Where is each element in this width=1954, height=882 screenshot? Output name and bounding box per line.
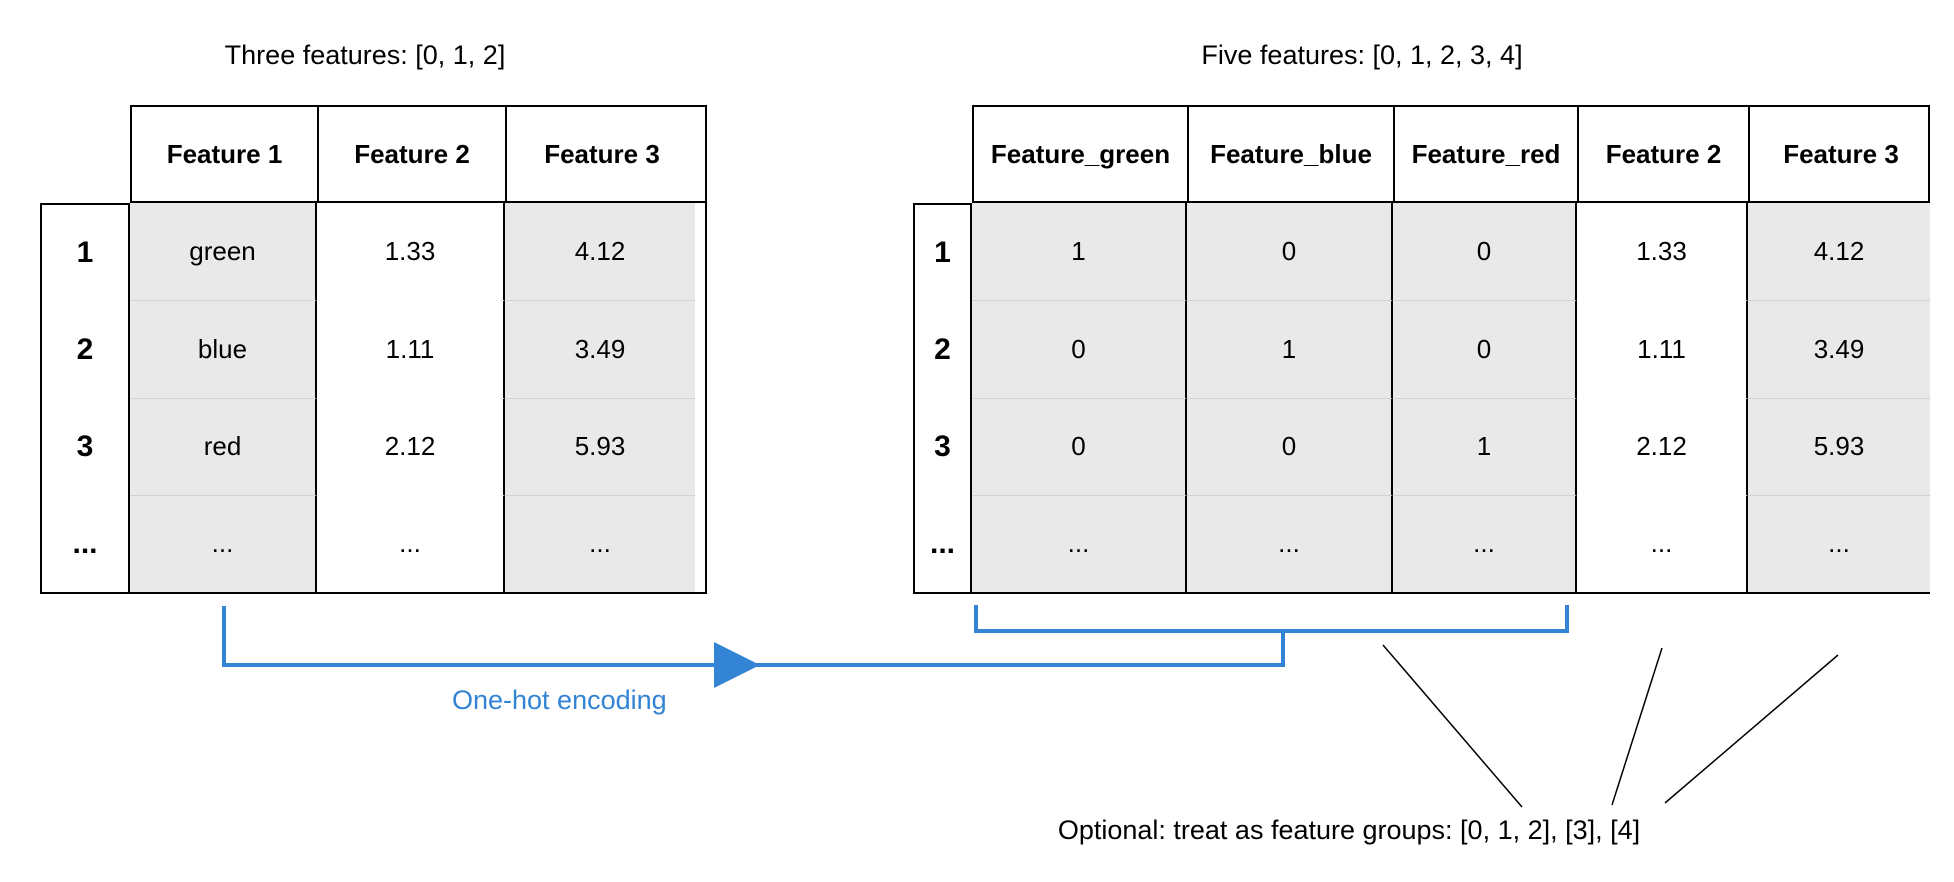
bracket-right-tick (1565, 605, 1569, 633)
right-table-data-cell: 4.12 (1748, 203, 1930, 301)
right-table-header-cell: Feature 3 (1783, 138, 1899, 169)
left-table-data-cell: 5.93 (505, 397, 695, 495)
left-table-data-cell: 1.11 (317, 300, 505, 398)
left-table-row-label-column: 1 2 3... (40, 203, 130, 594)
right-table-data-cell: 0 (1393, 300, 1577, 398)
right-table-data-cell: 1 (972, 203, 1187, 301)
bracket-left-tick (974, 605, 978, 633)
arrowhead-icon (714, 642, 760, 688)
right-table-data-cell: ... (1577, 494, 1748, 592)
right-table-data-cell: ... (1187, 494, 1393, 592)
one-hot-columns-bracket (974, 629, 1569, 633)
right-table-data-cell: ... (1748, 494, 1930, 592)
left-table-title: Three features: [0, 1, 2] (224, 40, 506, 70)
pointer-line-group-012 (1382, 644, 1523, 808)
right-table-data-cell: 1.33 (1577, 203, 1748, 301)
left-table-data-cell: 2.12 (317, 397, 505, 495)
left-table-header-cell: Feature 2 (319, 107, 507, 201)
right-table-header-cell: Feature 2 (1579, 107, 1750, 201)
left-table-data-cell: 1.33 (317, 203, 505, 301)
pointer-line-group-3 (1611, 647, 1663, 806)
left-table-header-cell: Feature 3 (544, 138, 660, 169)
left-table-row-label: 3 (76, 429, 94, 463)
left-table-data-cell: green (130, 203, 317, 301)
left-table-data-cell: ... (130, 494, 317, 592)
right-table-data-cell: 1 (1187, 300, 1393, 398)
right-table-row-label: ... (929, 526, 955, 560)
arrow-label: One-hot encoding (452, 685, 667, 715)
arrow-end-vertical-segment (1281, 631, 1285, 667)
right-table-row-label: 2 (934, 333, 951, 367)
right-table-header-cell: Feature_red (1395, 107, 1579, 201)
right-table-row-label-column: 1 2 3... (913, 203, 972, 594)
left-table-row-label: 2 (76, 333, 94, 367)
arrow-start-vertical-segment (222, 606, 226, 667)
left-table-data-cell: red (130, 397, 317, 495)
left-table-header-cell: Feature 1 (132, 107, 319, 201)
right-table-header-cell: Feature_green (974, 107, 1189, 201)
right-table-data-cell: 0 (1187, 203, 1393, 301)
left-table-data-cell: ... (317, 494, 505, 592)
right-table-title: Five features: [0, 1, 2, 3, 4] (1201, 40, 1523, 70)
right-table-data-cell: 2.12 (1577, 397, 1748, 495)
right-table-data-cell: 0 (1393, 203, 1577, 301)
left-table-row-label: 1 (76, 236, 94, 270)
right-table-row-label: 3 (934, 429, 951, 463)
right-table-data-cell: 1 (1393, 397, 1577, 495)
right-table-row-label: 1 (934, 236, 951, 270)
left-table-data-cell: ... (505, 494, 695, 592)
right-table-data-cell: ... (972, 494, 1187, 592)
right-table-data-cell: 1.11 (1577, 300, 1748, 398)
feature-groups-note: Optional: treat as feature groups: [0, 1… (1057, 815, 1641, 845)
right-table-data-cell: 0 (972, 397, 1187, 495)
right-table-data-cell: 0 (1187, 397, 1393, 495)
left-table-data-cell: blue (130, 300, 317, 398)
right-table-data-cell: 3.49 (1748, 300, 1930, 398)
right-table-data-cell: 5.93 (1748, 397, 1930, 495)
right-table-data-cell: 0 (972, 300, 1187, 398)
left-table-row-label: ... (72, 526, 98, 560)
left-table-data-cell: 4.12 (505, 203, 695, 301)
right-table-data-cell: ... (1393, 494, 1577, 592)
left-table-data-cell: 3.49 (505, 300, 695, 398)
right-table-header-cell: Feature_blue (1189, 107, 1395, 201)
pointer-line-group-4 (1664, 654, 1839, 804)
